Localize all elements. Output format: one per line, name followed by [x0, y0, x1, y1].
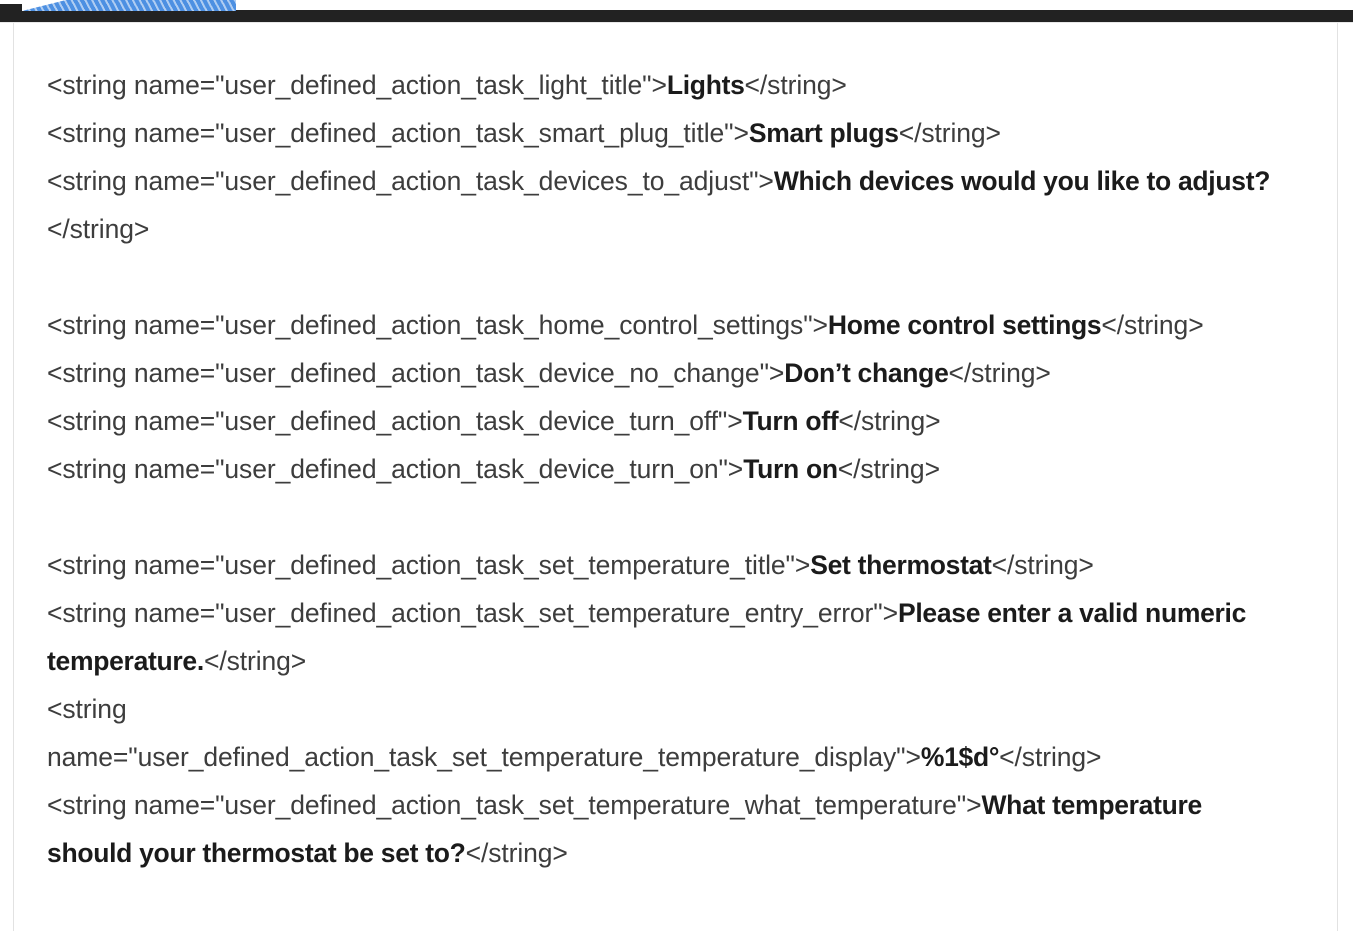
xml-tag-close: </string> [838, 406, 941, 436]
xml-tag-open-suffix: "> [803, 310, 828, 340]
xml-tag-close: </string> [1101, 310, 1204, 340]
xml-string-group: <string name="user_defined_action_task_s… [47, 541, 1291, 877]
xml-tag-open-suffix: "> [873, 598, 898, 628]
xml-string-name: user_defined_action_task_set_temperature… [224, 790, 957, 820]
xml-tag-open: <string name=" [47, 790, 225, 820]
xml-tag-open: <string name=" [47, 598, 225, 628]
xml-tag-open-suffix: "> [759, 358, 785, 388]
chrome-dark-bar [0, 10, 1353, 22]
xml-string-entry[interactable]: <string name="user_defined_action_task_s… [47, 589, 1291, 685]
xml-tag-close: </string> [744, 70, 847, 100]
xml-tag-open: <string [47, 694, 127, 724]
xml-tag-close: </string> [465, 838, 568, 868]
xml-attr-line: name="user_defined_action_task_set_tempe… [47, 733, 1291, 781]
xml-string-name: user_defined_action_task_smart_plug_titl… [224, 118, 725, 148]
xml-tag-open: <string name=" [47, 550, 225, 580]
code-content-panel[interactable]: <string name="user_defined_action_task_l… [13, 23, 1338, 931]
xml-string-resource-list: <string name="user_defined_action_task_l… [14, 23, 1337, 877]
xml-string-value: Please enter a valid numeric temperature… [47, 598, 1247, 676]
xml-string-name: user_defined_action_task_light_title [224, 70, 643, 100]
window-chrome [0, 0, 1353, 22]
xml-tag-open: <string name=" [47, 358, 225, 388]
striped-tab-notch [22, 0, 66, 11]
xml-string-entry[interactable]: <string name="user_defined_action_task_s… [47, 109, 1291, 157]
xml-string-name: user_defined_action_task_set_temperature… [137, 742, 897, 772]
xml-string-entry[interactable]: <string name="user_defined_action_task_d… [47, 445, 1291, 493]
xml-string-name: user_defined_action_task_home_control_se… [224, 310, 804, 340]
xml-tag-close: </string> [898, 118, 1001, 148]
xml-string-value: What temperature should your thermostat … [47, 790, 1202, 868]
chrome-hairline-divider [0, 22, 1353, 23]
xml-tag-open-suffix: "> [724, 118, 749, 148]
xml-string-value: Turn on [743, 454, 838, 484]
xml-string-name: user_defined_action_task_set_temperature… [224, 598, 874, 628]
xml-tag-open-suffix: "> [642, 70, 667, 100]
xml-string-value: Lights [666, 70, 745, 100]
xml-string-entry[interactable]: <string name="user_defined_action_task_l… [47, 61, 1291, 109]
xml-string-value: %1$d° [920, 742, 1000, 772]
xml-tag-open: <string name=" [47, 166, 225, 196]
xml-tag-open: <string name=" [47, 70, 225, 100]
xml-tag-close: </string> [991, 550, 1094, 580]
xml-string-entry[interactable]: <string name="user_defined_action_task_s… [47, 781, 1291, 877]
xml-tag-open-suffix: "> [785, 550, 811, 580]
xml-tag-close: </string> [47, 214, 150, 244]
xml-tag-open-suffix: "> [896, 742, 921, 772]
xml-string-entry[interactable]: <string name="user_defined_action_task_h… [47, 301, 1291, 349]
xml-string-value: Turn off [742, 406, 839, 436]
xml-string-group: <string name="user_defined_action_task_h… [47, 301, 1291, 493]
xml-attr-prefix: name=" [47, 742, 138, 772]
xml-string-name: user_defined_action_task_set_temperature… [224, 550, 786, 580]
xml-tag-open: <string name=" [47, 118, 225, 148]
xml-string-value: Don’t change [784, 358, 949, 388]
xml-string-value: Set thermostat [810, 550, 992, 580]
xml-string-entry[interactable]: <string name="user_defined_action_task_d… [47, 157, 1291, 253]
xml-tag-open-suffix: "> [956, 790, 982, 820]
xml-string-value: Smart plugs [748, 118, 899, 148]
xml-tag-close: </string> [837, 454, 940, 484]
xml-string-entry[interactable]: <string name="user_defined_action_task_d… [47, 349, 1291, 397]
blank-line [47, 493, 1291, 541]
xml-tag-open: <string name=" [47, 406, 225, 436]
xml-tag-open: <string name=" [47, 454, 225, 484]
xml-string-value: Home control settings [827, 310, 1102, 340]
xml-tag-open: <string name=" [47, 310, 225, 340]
xml-string-name: user_defined_action_task_devices_to_adju… [224, 166, 750, 196]
xml-string-entry[interactable]: <string name="user_defined_action_task_se… [47, 685, 1291, 781]
xml-tag-open-suffix: "> [718, 454, 744, 484]
xml-string-name: user_defined_action_task_device_no_chang… [224, 358, 760, 388]
xml-string-group: <string name="user_defined_action_task_l… [47, 61, 1291, 253]
xml-tag-open-suffix: "> [749, 166, 774, 196]
xml-string-value: Which devices would you like to adjust? [773, 166, 1271, 196]
xml-string-name: user_defined_action_task_device_turn_off [224, 406, 718, 436]
xml-string-entry[interactable]: <string name="user_defined_action_task_d… [47, 397, 1291, 445]
xml-tag-close: </string> [999, 742, 1102, 772]
xml-tag-close: </string> [203, 646, 307, 676]
xml-string-name: user_defined_action_task_device_turn_on [224, 454, 719, 484]
xml-tag-open-suffix: "> [717, 406, 743, 436]
xml-string-entry[interactable]: <string name="user_defined_action_task_s… [47, 541, 1291, 589]
xml-tag-close: </string> [948, 358, 1051, 388]
striped-tab-indicator[interactable] [22, 0, 236, 11]
blank-line [47, 253, 1291, 301]
